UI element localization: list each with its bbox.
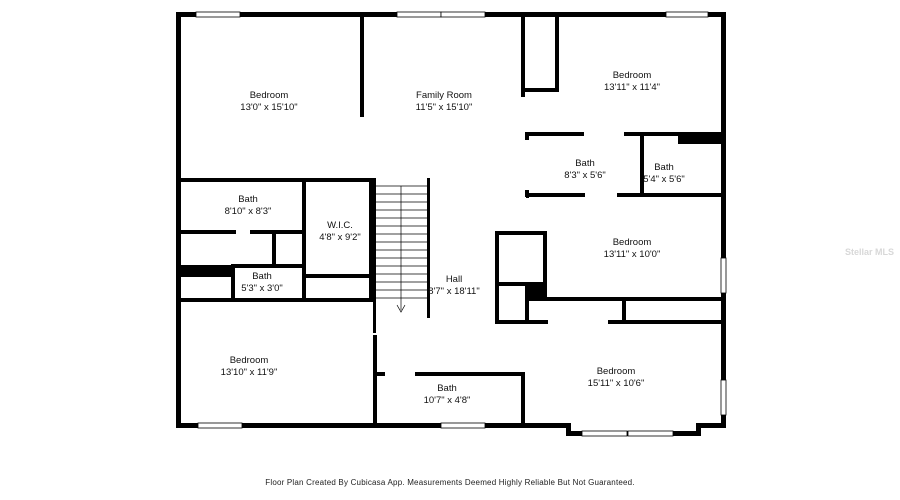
room-bedroom-5: Bedroom 15'11" x 10'6" <box>561 366 671 390</box>
room-bath-3: Bath 8'10" x 8'3" <box>208 194 288 218</box>
staircase <box>376 185 427 313</box>
room-dimensions: 13'11" x 10'0" <box>603 249 661 260</box>
room-dimensions: 5'3" x 3'0" <box>241 283 283 294</box>
room-bedroom-1: Bedroom 13'0" x 15'10" <box>214 90 324 114</box>
room-bedroom-3: Bedroom 13'11" x 10'0" <box>577 237 687 261</box>
room-name: Bedroom <box>612 237 652 248</box>
room-name: Hall <box>445 274 463 285</box>
room-name: Bath <box>238 194 258 205</box>
room-dimensions: 13'11" x 11'4" <box>604 82 660 93</box>
room-dimensions: 10'7" x 4'8" <box>423 395 471 406</box>
room-name: Bath <box>654 162 674 173</box>
room-dimensions: 4'8" x 9'2" <box>319 232 361 243</box>
room-name: Bath <box>437 383 457 394</box>
room-name: Bedroom <box>229 355 269 366</box>
room-dimensions: 15'11" x 10'6" <box>587 378 645 389</box>
room-name: W.I.C. <box>327 220 353 231</box>
door-openings <box>236 97 624 377</box>
room-bedroom-4: Bedroom 13'10" x 11'9" <box>194 355 304 379</box>
room-dimensions: 8'10" x 8'3" <box>224 206 272 217</box>
room-dimensions: 5'4" x 5'6" <box>643 174 685 185</box>
room-bath-2: Bath 5'4" x 5'6" <box>629 162 699 186</box>
watermark-logo: Stellar MLS <box>845 247 895 257</box>
room-dimensions: 11'5" x 15'10" <box>415 102 473 113</box>
room-hall: Hall 8'7" x 18'11" <box>414 274 494 298</box>
room-dimensions: 8'7" x 18'11" <box>428 286 480 297</box>
room-name: Bedroom <box>612 70 652 81</box>
room-bedroom-2: Bedroom 13'11" x 11'4" <box>577 70 687 94</box>
room-name: Bath <box>575 158 595 169</box>
room-family-room: Family Room 11'5" x 15'10" <box>389 90 499 114</box>
windows <box>195 11 727 437</box>
interior-walls <box>181 17 721 427</box>
room-bath-1: Bath 8'3" x 5'6" <box>545 158 625 182</box>
room-dimensions: 13'0" x 15'10" <box>240 102 298 113</box>
room-name: Bedroom <box>596 366 636 377</box>
room-bath-4: Bath 5'3" x 3'0" <box>226 271 298 295</box>
room-dimensions: 13'10" x 11'9" <box>220 367 278 378</box>
room-walk-in-closet: W.I.C. 4'8" x 9'2" <box>305 220 375 244</box>
room-bath-5: Bath 10'7" x 4'8" <box>402 383 492 407</box>
room-name: Family Room <box>416 90 472 101</box>
room-name: Bedroom <box>249 90 289 101</box>
room-name: Bath <box>252 271 272 282</box>
room-dimensions: 8'3" x 5'6" <box>564 170 606 181</box>
footer-disclaimer: Floor Plan Created By Cubicasa App. Meas… <box>265 478 635 487</box>
